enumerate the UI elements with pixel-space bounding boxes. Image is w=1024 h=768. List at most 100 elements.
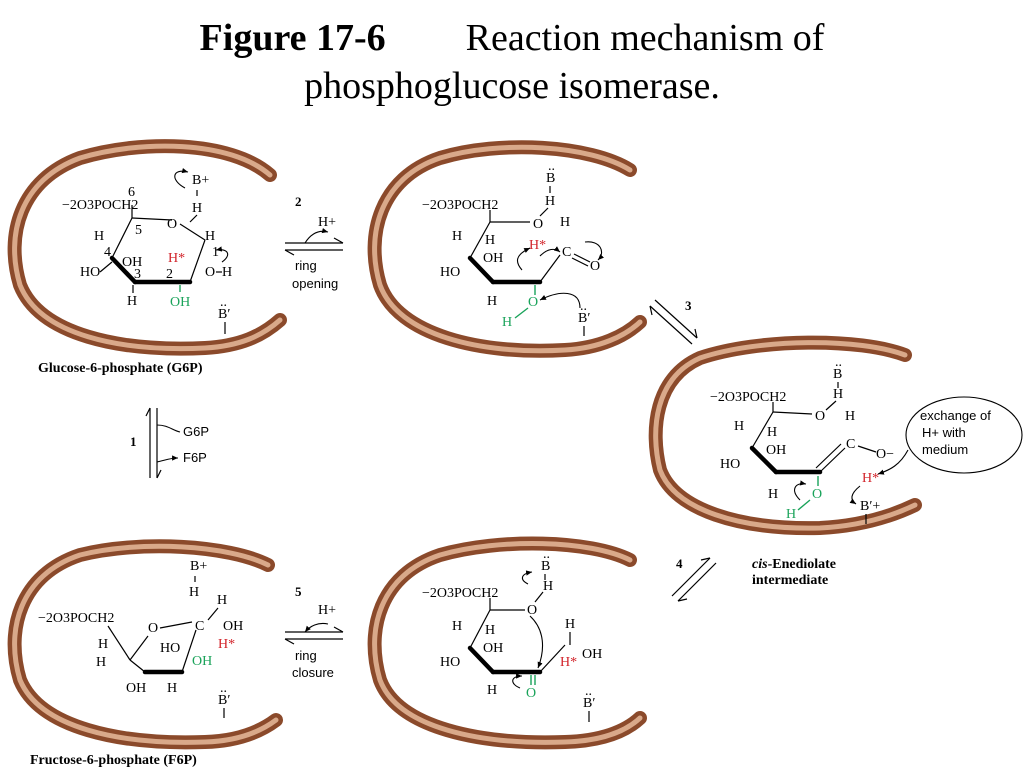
svg-text:..: .. [548,159,555,174]
svg-text:..: .. [220,681,227,696]
svg-text:H: H [545,194,555,209]
svg-text:O: O [528,295,538,310]
base-bprime: B′ [218,307,230,322]
caption-enediolate-line2: intermediate [752,573,828,588]
svg-text:C: C [562,245,571,260]
svg-text:exchange of: exchange of [920,408,991,423]
svg-text:opening: opening [292,276,338,291]
svg-text:..: .. [835,355,842,370]
phosphate-label: −2O3POCH2 [62,198,138,213]
svg-text:O: O [533,217,543,232]
exchange-callout: exchange of H+ with medium [905,396,1023,474]
svg-text:..: .. [580,299,587,314]
enzyme-pocket-enediolate [648,335,922,536]
svg-text:−2O3POCH2: −2O3POCH2 [710,390,786,405]
svg-text:H: H [560,215,570,230]
enzyme-pocket-f6p [7,539,283,750]
svg-text:C: C [846,437,855,452]
base-b: B [546,171,555,186]
svg-text:O: O [527,603,537,618]
svg-text:OH: OH [192,654,212,669]
svg-text:B′+: B′+ [860,499,880,514]
svg-text:H: H [189,585,199,600]
svg-text:H: H [452,229,462,244]
svg-text:B+: B+ [190,559,207,574]
figure-label: Figure 17-6 [199,17,386,59]
svg-text:O: O [148,621,158,636]
caption-g6p: Glucose-6-phosphate (G6P) [38,361,203,376]
structure-open-chain: B .. H −2O3POCH2 O H HO H OH H H* H C O … [422,159,605,336]
svg-text:H*: H* [529,238,546,253]
svg-text:..: .. [220,295,227,310]
svg-text:H: H [205,229,215,244]
svg-text:O: O [526,686,536,701]
svg-text:4: 4 [104,245,111,260]
svg-text:6: 6 [128,185,135,200]
svg-text:F6P: F6P [183,450,207,465]
svg-text:H: H [543,579,553,594]
enzyme-pocket-open-chain [367,140,647,358]
svg-text:H: H [217,593,227,608]
structure-g6p: −2O3POCH2 6 B+ H O 5 4 3 2 1 H HO OH H H… [62,168,232,334]
svg-text:H: H [487,683,497,698]
svg-text:H*: H* [862,471,879,486]
svg-text:..: .. [585,684,592,699]
svg-text:H+: H+ [318,603,336,618]
svg-text:H*: H* [560,655,577,670]
svg-text:H+: H+ [318,215,336,230]
svg-text:H: H [222,265,232,280]
svg-text:3: 3 [134,267,141,282]
svg-text:closure: closure [292,665,334,680]
svg-text:H: H [768,487,778,502]
svg-text:B′: B′ [578,311,590,326]
svg-text:5: 5 [135,223,142,238]
svg-text:H: H [127,294,137,309]
structure-ring-closing: B .. H −2O3POCH2 O H HO H OH H H H* OH O… [422,547,602,722]
svg-text:OH: OH [483,641,503,656]
svg-text:HO: HO [160,641,180,656]
svg-text:H+ with: H+ with [922,425,966,440]
figure-title-line1: Reaction mechanism of [465,17,825,59]
step-5-arrows: 5 H+ ring closure [284,584,344,680]
svg-text:..: .. [543,547,550,562]
svg-text:H: H [487,294,497,309]
svg-text:H*: H* [218,637,235,652]
svg-text:OH: OH [582,647,602,662]
svg-text:H: H [734,419,744,434]
svg-text:2: 2 [166,267,173,282]
figure-title-line2: phosphoglucose isomerase. [304,65,720,107]
svg-text:HO: HO [80,265,100,280]
svg-text:H: H [565,617,575,632]
figure-title: Figure 17-6 Reaction mechanism of phospho… [0,14,1024,110]
step-2-arrows: 2 H+ ring opening [284,194,344,291]
base-bplus: B+ [192,173,209,188]
step-4-arrows: 4 [671,556,717,602]
svg-text:H: H [452,619,462,634]
svg-text:H: H [94,229,104,244]
svg-text:OH: OH [122,255,142,270]
caption-enediolate: cis-Enediolate [752,557,836,572]
enzyme-pocket-g6p [7,139,287,356]
svg-text:medium: medium [922,442,968,457]
svg-text:H: H [485,233,495,248]
svg-text:H: H [833,387,843,402]
structure-enediolate: B .. H −2O3POCH2 O H HO H OH H H C O− H*… [710,355,909,524]
svg-text:O: O [590,259,600,274]
ring-oxygen: O [167,217,177,232]
svg-text:O−: O− [876,447,894,462]
svg-text:B′: B′ [583,696,595,711]
svg-text:H: H [167,681,177,696]
svg-text:H: H [98,637,108,652]
c2-hydroxyl: OH [170,295,190,310]
svg-text:H: H [845,409,855,424]
svg-text:3: 3 [685,298,692,313]
structure-f6p: B+ H −2O3POCH2 O C H OH H* OH H H HO OH … [38,559,243,718]
svg-text:HO: HO [720,457,740,472]
svg-text:−2O3POCH2: −2O3POCH2 [422,586,498,601]
svg-text:H: H [502,315,512,330]
svg-text:HO: HO [440,265,460,280]
svg-text:H: H [192,201,202,216]
svg-text:H: H [767,425,777,440]
svg-text:−2O3POCH2: −2O3POCH2 [38,611,114,626]
svg-text:B: B [541,559,550,574]
